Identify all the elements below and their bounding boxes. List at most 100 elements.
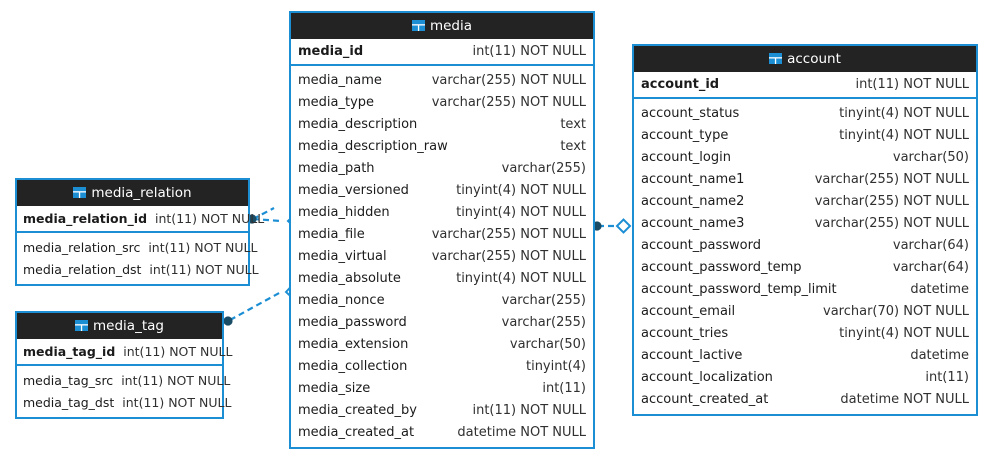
table-header-media_tag[interactable]: media_tag: [17, 313, 222, 339]
table-node-media_relation[interactable]: media_relation media_relation_id int(11)…: [15, 178, 264, 286]
table-title: media: [429, 18, 473, 34]
field-name: account_password_temp_limit: [641, 282, 837, 297]
field-name: media_created_at: [298, 425, 415, 440]
field-name: media_hidden: [298, 205, 390, 220]
table-row[interactable]: account_password varchar(64): [634, 235, 976, 257]
field-name: media_description: [298, 117, 418, 132]
field-type: int(11): [925, 370, 969, 385]
relation-media-account[interactable]: [592, 218, 632, 234]
field-type: varchar(70) NOT NULL: [823, 304, 969, 319]
table-node-media_tag[interactable]: media_tag media_tag_id int(11) NOT NULL …: [15, 311, 232, 419]
field-type: varchar(255): [501, 161, 586, 176]
field-name: account_type: [641, 128, 729, 143]
table-icon: [769, 53, 783, 64]
field-name: media_type: [298, 95, 375, 110]
table-row[interactable]: account_created_at datetime NOT NULL: [634, 389, 976, 411]
table-row[interactable]: media_nonce varchar(255): [291, 290, 593, 312]
field-type: varchar(255) NOT NULL: [431, 249, 586, 264]
field-type: varchar(255) NOT NULL: [431, 73, 586, 88]
field-name: media_password: [298, 315, 407, 330]
field-type: varchar(255): [501, 293, 586, 308]
table-row[interactable]: media_password varchar(255): [291, 312, 593, 334]
table-icon: [73, 187, 87, 198]
relation-media_tag-media[interactable]: [223, 284, 300, 326]
field-name: account_name1: [641, 172, 745, 187]
field-name: media_nonce: [298, 293, 385, 308]
table-row[interactable]: account_lactive datetime: [634, 345, 976, 367]
field-type: tinyint(4) NOT NULL: [839, 128, 969, 143]
table-title: media_relation: [91, 185, 192, 201]
table-row[interactable]: media_created_at datetime NOT NULL: [291, 422, 593, 444]
table-primary-key-section: media_tag_id int(11) NOT NULL: [17, 339, 232, 366]
table-row[interactable]: account_localization int(11): [634, 367, 976, 389]
table-header-media[interactable]: media: [291, 13, 593, 39]
field-name: account_created_at: [641, 392, 769, 407]
field-name: media_path: [298, 161, 375, 176]
field-name: media_created_by: [298, 403, 417, 418]
field-name: account_lactive: [641, 348, 743, 363]
field-name: account_password: [641, 238, 762, 253]
table-primary-key-section: media_id int(11) NOT NULL: [291, 39, 593, 66]
field-type: datetime NOT NULL: [840, 392, 969, 407]
table-header-media_relation[interactable]: media_relation: [17, 180, 248, 206]
field-name: account_localization: [641, 370, 773, 385]
field-name: account_login: [641, 150, 731, 165]
table-row-pk[interactable]: media_relation_id int(11) NOT NULL: [17, 206, 264, 231]
field-name: media_virtual: [298, 249, 387, 264]
field-type: datetime: [910, 348, 969, 363]
table-icon: [411, 20, 425, 31]
field-type: varchar(255): [501, 315, 586, 330]
table-row[interactable]: media_virtual varchar(255) NOT NULL: [291, 246, 593, 268]
field-name: account_name3: [641, 216, 745, 231]
field-name: media_extension: [298, 337, 409, 352]
table-row[interactable]: account_type tinyint(4) NOT NULL: [634, 125, 976, 147]
field-name: account_status: [641, 106, 740, 121]
field-name: media_relation_dst: [23, 262, 142, 277]
field-name: media_tag_dst: [23, 395, 115, 410]
table-row-pk[interactable]: media_id int(11) NOT NULL: [291, 39, 593, 64]
table-primary-key-section: media_relation_id int(11) NOT NULL: [17, 206, 264, 233]
table-node-media[interactable]: media media_id int(11) NOT NULL media_na…: [289, 11, 595, 449]
field-type: datetime NOT NULL: [457, 425, 586, 440]
field-type: int(11) NOT NULL: [121, 373, 231, 388]
table-row-pk[interactable]: media_tag_id int(11) NOT NULL: [17, 339, 232, 364]
table-row-pk[interactable]: account_id int(11) NOT NULL: [634, 72, 976, 97]
table-header-account[interactable]: account: [634, 46, 976, 72]
field-name: media_id: [298, 44, 364, 59]
field-name: account_tries: [641, 326, 729, 341]
table-row[interactable]: media_path varchar(255): [291, 158, 593, 180]
field-name: media_file: [298, 227, 365, 242]
field-type: int(11) NOT NULL: [123, 344, 233, 359]
field-type: varchar(64): [892, 238, 969, 253]
table-node-account[interactable]: account account_id int(11) NOT NULL acco…: [632, 44, 978, 416]
